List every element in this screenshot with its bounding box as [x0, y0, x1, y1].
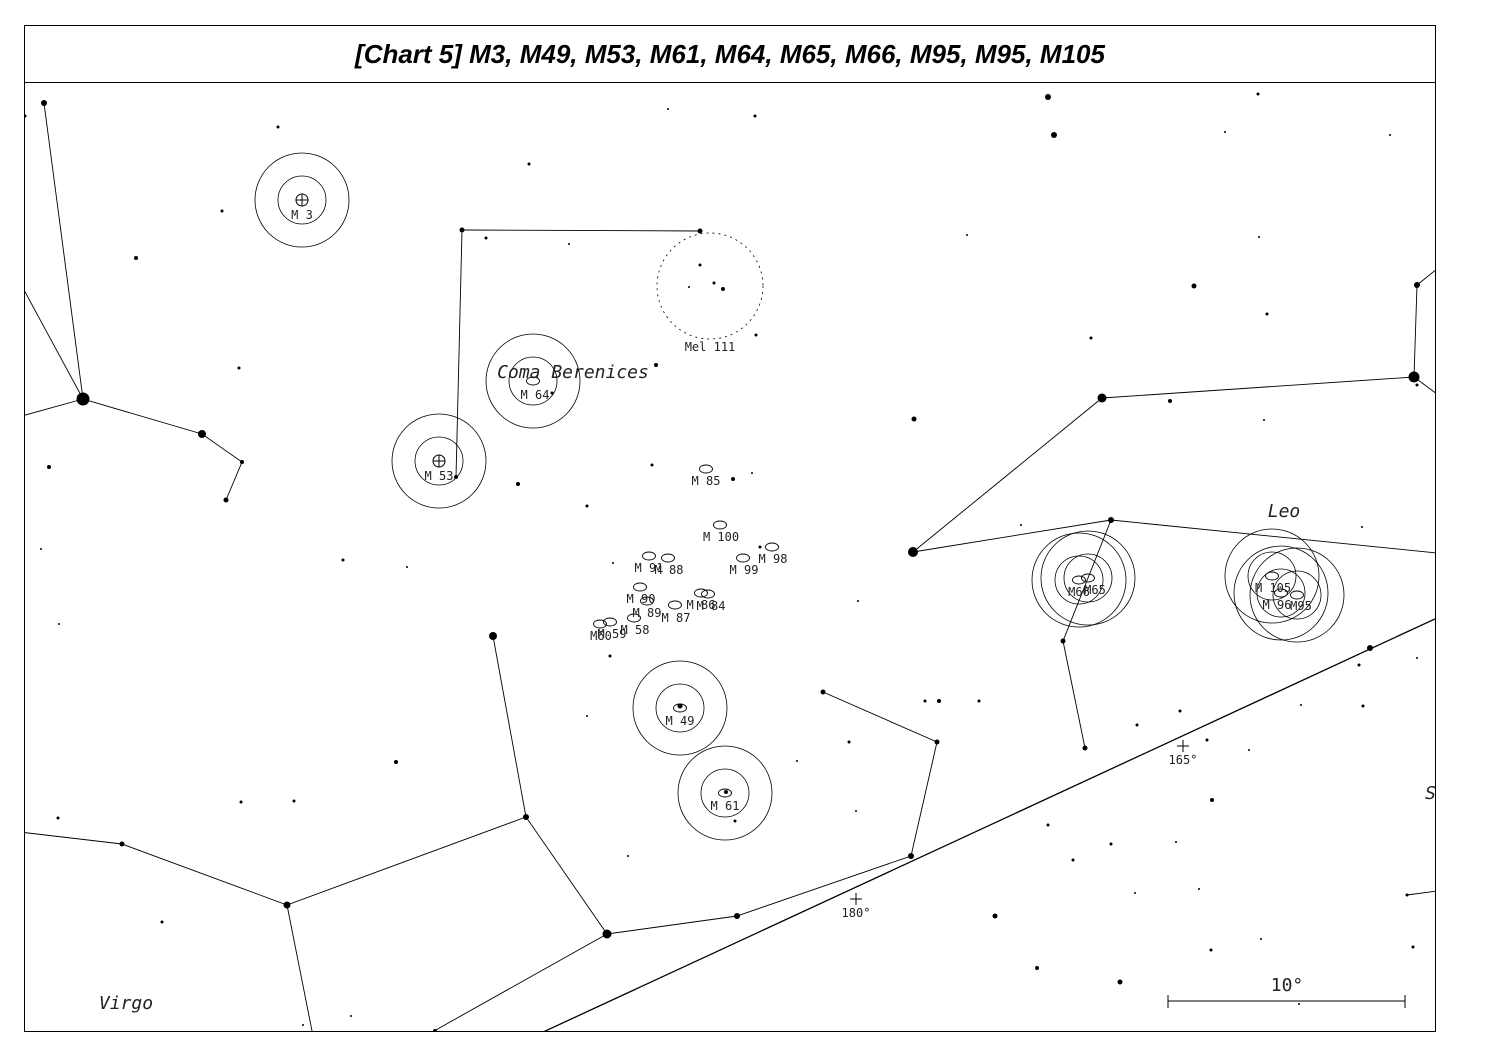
- dso-label-m95: M95: [1290, 599, 1312, 613]
- star-field: [25, 92, 1420, 1031]
- chart-title: [Chart 5] M3, M49, M53, M61, M64, M65, M…: [355, 38, 1105, 69]
- dso-m88[interactable]: [661, 553, 675, 563]
- title-bar: [Chart 5] M3, M49, M53, M61, M64, M65, M…: [25, 26, 1435, 83]
- dso-m59[interactable]: [603, 617, 617, 627]
- dso-m105[interactable]: [1224, 528, 1320, 624]
- dso-label-m3: M 3: [291, 208, 313, 222]
- dso-label-m100: M 100: [703, 530, 739, 544]
- dso-label-m89: M 89: [633, 606, 662, 620]
- dso-m3[interactable]: [254, 152, 350, 248]
- constellation-label-coma-berenices: Coma Berenices: [497, 362, 649, 383]
- dso-label-m88: M 88: [655, 563, 684, 577]
- dso-m60[interactable]: [593, 619, 607, 629]
- constellation-label-virgo: Virgo: [99, 993, 153, 1014]
- dso-label-m87: M 87: [662, 611, 691, 625]
- chart-frame: [Chart 5] M3, M49, M53, M61, M64, M65, M…: [24, 25, 1436, 1032]
- dso-label-m61: M 61: [711, 799, 740, 813]
- dso-label-m84: M 84: [697, 599, 726, 613]
- dso-label-m86: M 86: [687, 598, 716, 612]
- dso-m96[interactable]: [1233, 545, 1329, 641]
- constellation-label-leo: Leo: [1268, 501, 1301, 522]
- dso-label-m90: M 90: [627, 592, 656, 606]
- dso-label-m64: M 64: [521, 388, 550, 402]
- dso-m61[interactable]: [677, 745, 773, 841]
- dso-label-m60: M60: [590, 629, 612, 643]
- dso-m95[interactable]: [1249, 547, 1345, 643]
- ecliptic-label: 180°: [842, 906, 871, 920]
- dso-label-m99: M 99: [730, 563, 759, 577]
- constellation-label-se: Se: [1425, 783, 1436, 804]
- scale-bar-label: 10°: [1271, 975, 1304, 996]
- dso-label-m59: M 59: [598, 627, 627, 641]
- dso-m98[interactable]: [765, 542, 779, 552]
- ecliptic: 180° 165°: [543, 618, 1435, 1031]
- dso-label-m53: M 53: [425, 469, 454, 483]
- dso-label-m65: M65: [1084, 583, 1106, 597]
- dso-m87[interactable]: [668, 600, 682, 610]
- ecliptic-tick-0: 180°: [842, 893, 871, 920]
- deep-sky-objects: [254, 152, 1345, 841]
- dso-label-m66: M66: [1068, 585, 1090, 599]
- dso-label-m85: M 85: [692, 474, 721, 488]
- dso-mel111[interactable]: [656, 232, 764, 340]
- dso-m85[interactable]: [699, 464, 713, 474]
- dso-label-m58: M 58: [621, 623, 650, 637]
- dso-m100[interactable]: [713, 520, 727, 530]
- dso-m65[interactable]: [1040, 530, 1136, 626]
- dso-label-m49: M 49: [666, 714, 695, 728]
- dso-m53[interactable]: [391, 413, 487, 509]
- dso-m86[interactable]: [694, 588, 708, 598]
- ecliptic-tick-1: 165°: [1169, 740, 1198, 767]
- dso-label-mel111: Mel 111: [685, 340, 736, 354]
- dso-m58[interactable]: [627, 613, 641, 623]
- dso-label-m105: M 105: [1255, 581, 1291, 595]
- dso-m90[interactable]: [633, 582, 647, 592]
- dso-m89[interactable]: [640, 596, 654, 606]
- dso-m64[interactable]: [485, 333, 581, 429]
- dso-label-m98: M 98: [759, 552, 788, 566]
- dso-label-m91: M 91: [635, 561, 664, 575]
- dso-m49[interactable]: [632, 660, 728, 756]
- object-labels: Mel 111 M 85 M 100 M 98M 99 M 91M 88 M 90 M 86…: [99, 208, 1436, 1014]
- dso-m84[interactable]: [701, 589, 715, 599]
- scale-bar: 10°: [1167, 975, 1406, 1008]
- ecliptic-label: 165°: [1169, 753, 1198, 767]
- dso-m99[interactable]: [736, 553, 750, 563]
- dso-m91[interactable]: [642, 551, 656, 561]
- dso-label-m96: M 96: [1263, 598, 1292, 612]
